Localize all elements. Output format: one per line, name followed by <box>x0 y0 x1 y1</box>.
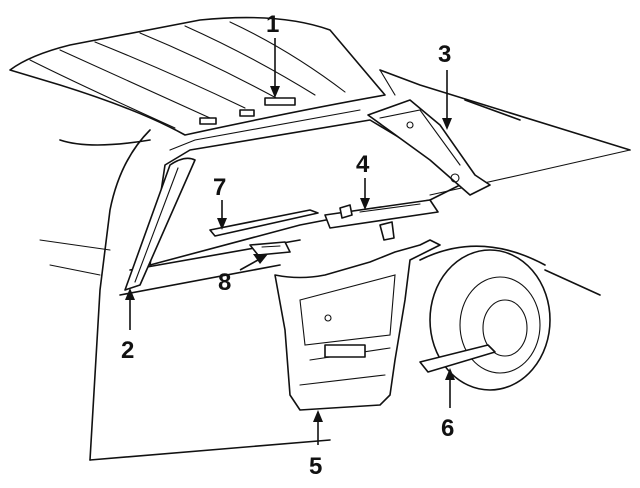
part-2-pillar-molding <box>124 157 196 291</box>
part-6-lower-molding <box>419 344 496 373</box>
callout-3: 3 <box>438 41 451 68</box>
part-4-upper-trim <box>324 199 439 241</box>
roof-panel <box>9 16 386 136</box>
part-5-trim-panel <box>274 239 441 411</box>
callout-1: 1 <box>266 11 279 38</box>
quarter-window-frame <box>149 119 471 266</box>
callout-4: 4 <box>356 151 370 178</box>
callout-7: 7 <box>213 174 226 201</box>
callout-labels: 1 2 3 4 5 6 7 8 <box>121 11 454 480</box>
callout-8: 8 <box>218 269 231 296</box>
part-8-clip <box>249 241 291 256</box>
callout-6: 6 <box>441 415 454 442</box>
rear-wheel <box>419 245 551 391</box>
leader-lines <box>125 38 455 445</box>
part-7-garnish-strip <box>209 209 319 237</box>
callout-2: 2 <box>121 337 134 364</box>
callout-5: 5 <box>309 453 322 480</box>
part-3-pillar-trim <box>367 99 491 196</box>
